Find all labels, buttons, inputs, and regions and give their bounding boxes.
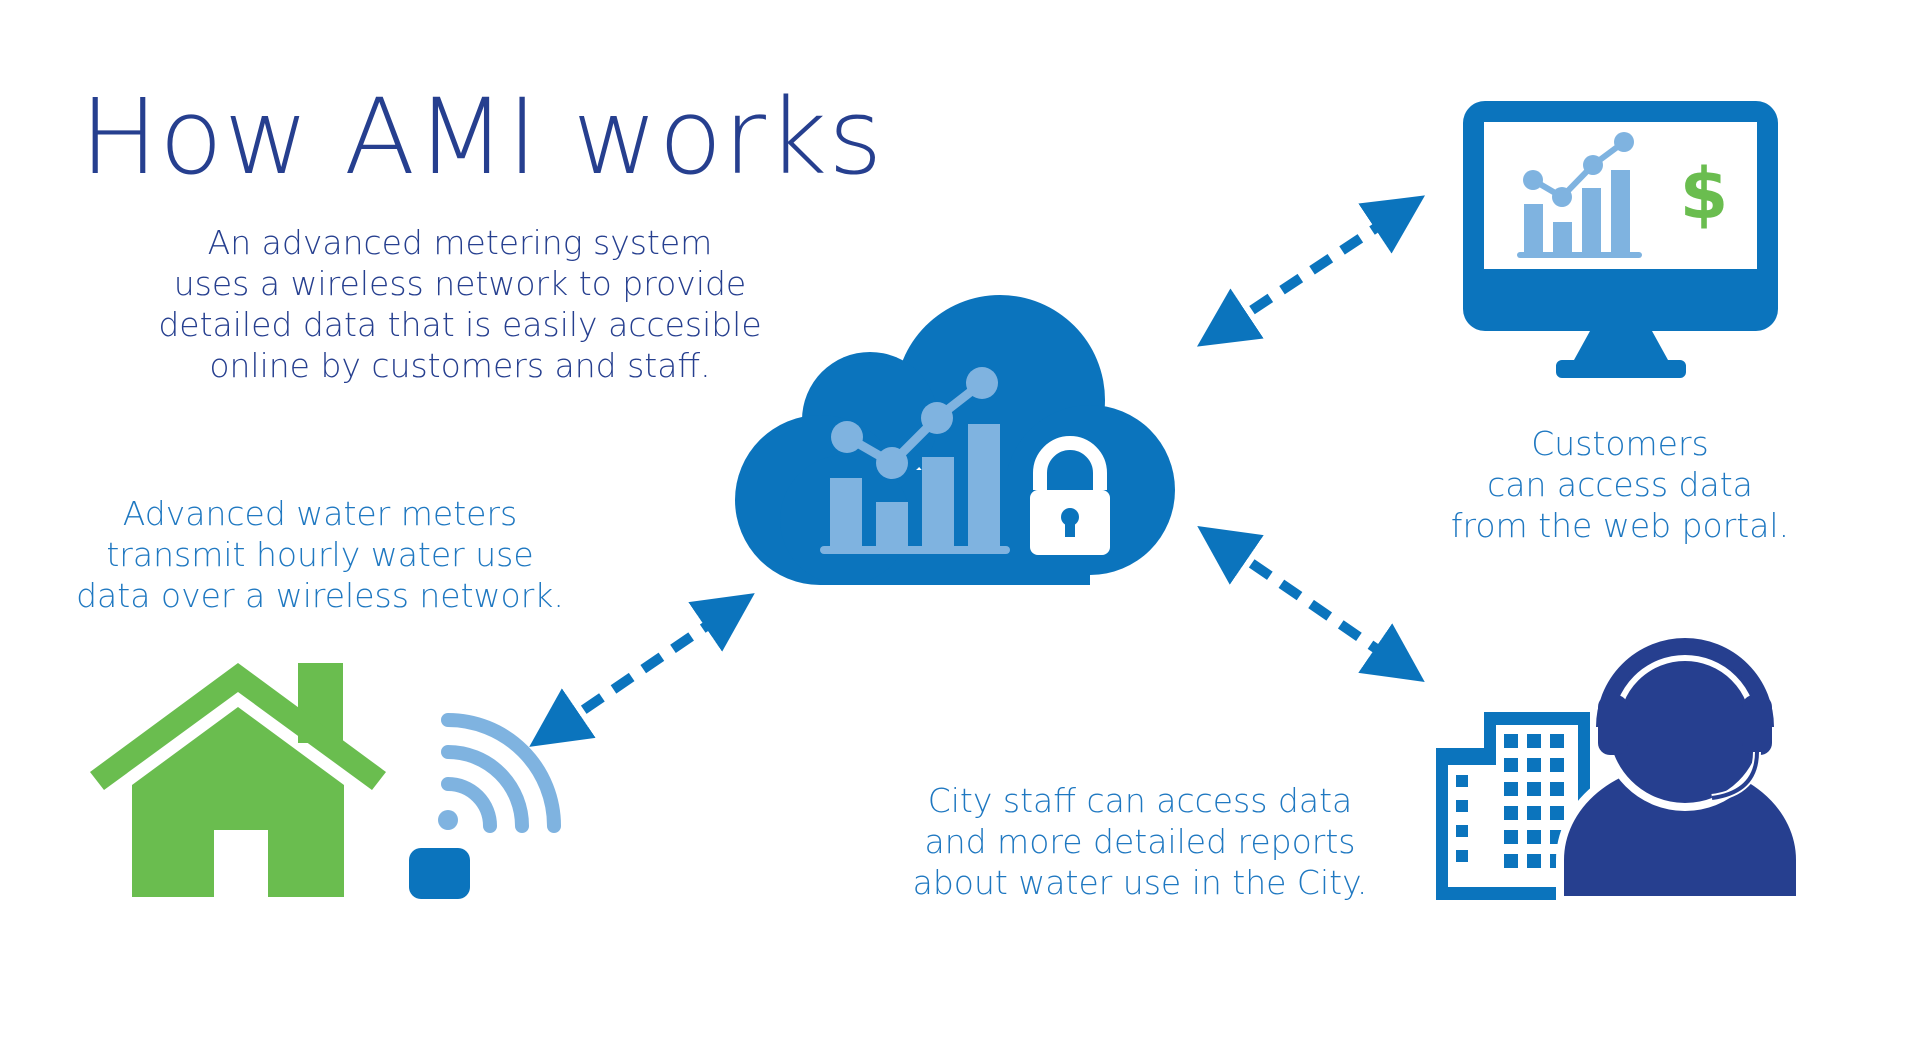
meters-line: Advanced water meters (122, 494, 518, 533)
monitor-dashboard-icon: $ (1463, 101, 1778, 378)
customers-line: from the web portal. (1450, 506, 1790, 545)
dollar-symbol: $ (1680, 153, 1729, 235)
meters-line: transmit hourly water use (106, 535, 534, 574)
house-icon (90, 663, 386, 897)
staff-line: and more detailed reports (924, 822, 1356, 861)
staff-line: City staff can access data (927, 781, 1353, 820)
meters-line: data over a wireless network. (76, 576, 564, 615)
support-agent-icon (1556, 638, 1804, 904)
intro-line: An advanced metering system (207, 223, 713, 262)
intro-line: online by customers and staff. (209, 346, 711, 385)
wifi-signal-icon (438, 713, 561, 833)
house-cloud-arrow (529, 593, 755, 747)
intro-line: detailed data that is easily accesible (158, 305, 762, 344)
page-title: How AMI works (80, 76, 884, 198)
cloud-analytics-icon (735, 295, 1175, 585)
staff-line: about water use in the City. (912, 863, 1368, 902)
customers-line: Customers (1531, 424, 1709, 463)
meter-device-icon (409, 848, 470, 899)
staff-caption: City staff can access data and more deta… (890, 780, 1390, 903)
cloud-monitor-arrow (1196, 195, 1426, 347)
meters-caption: Advanced water meters transmit hourly wa… (60, 493, 580, 616)
office-building-icon (1436, 712, 1590, 900)
cloud-staff-arrow (1197, 526, 1425, 682)
customers-caption: Customers can access data from the web p… (1430, 423, 1810, 546)
intro-line: uses a wireless network to provide (173, 264, 747, 303)
lock-icon (1030, 436, 1110, 555)
customers-line: can access data (1487, 465, 1753, 504)
intro-text: An advanced metering system uses a wirel… (150, 222, 770, 386)
